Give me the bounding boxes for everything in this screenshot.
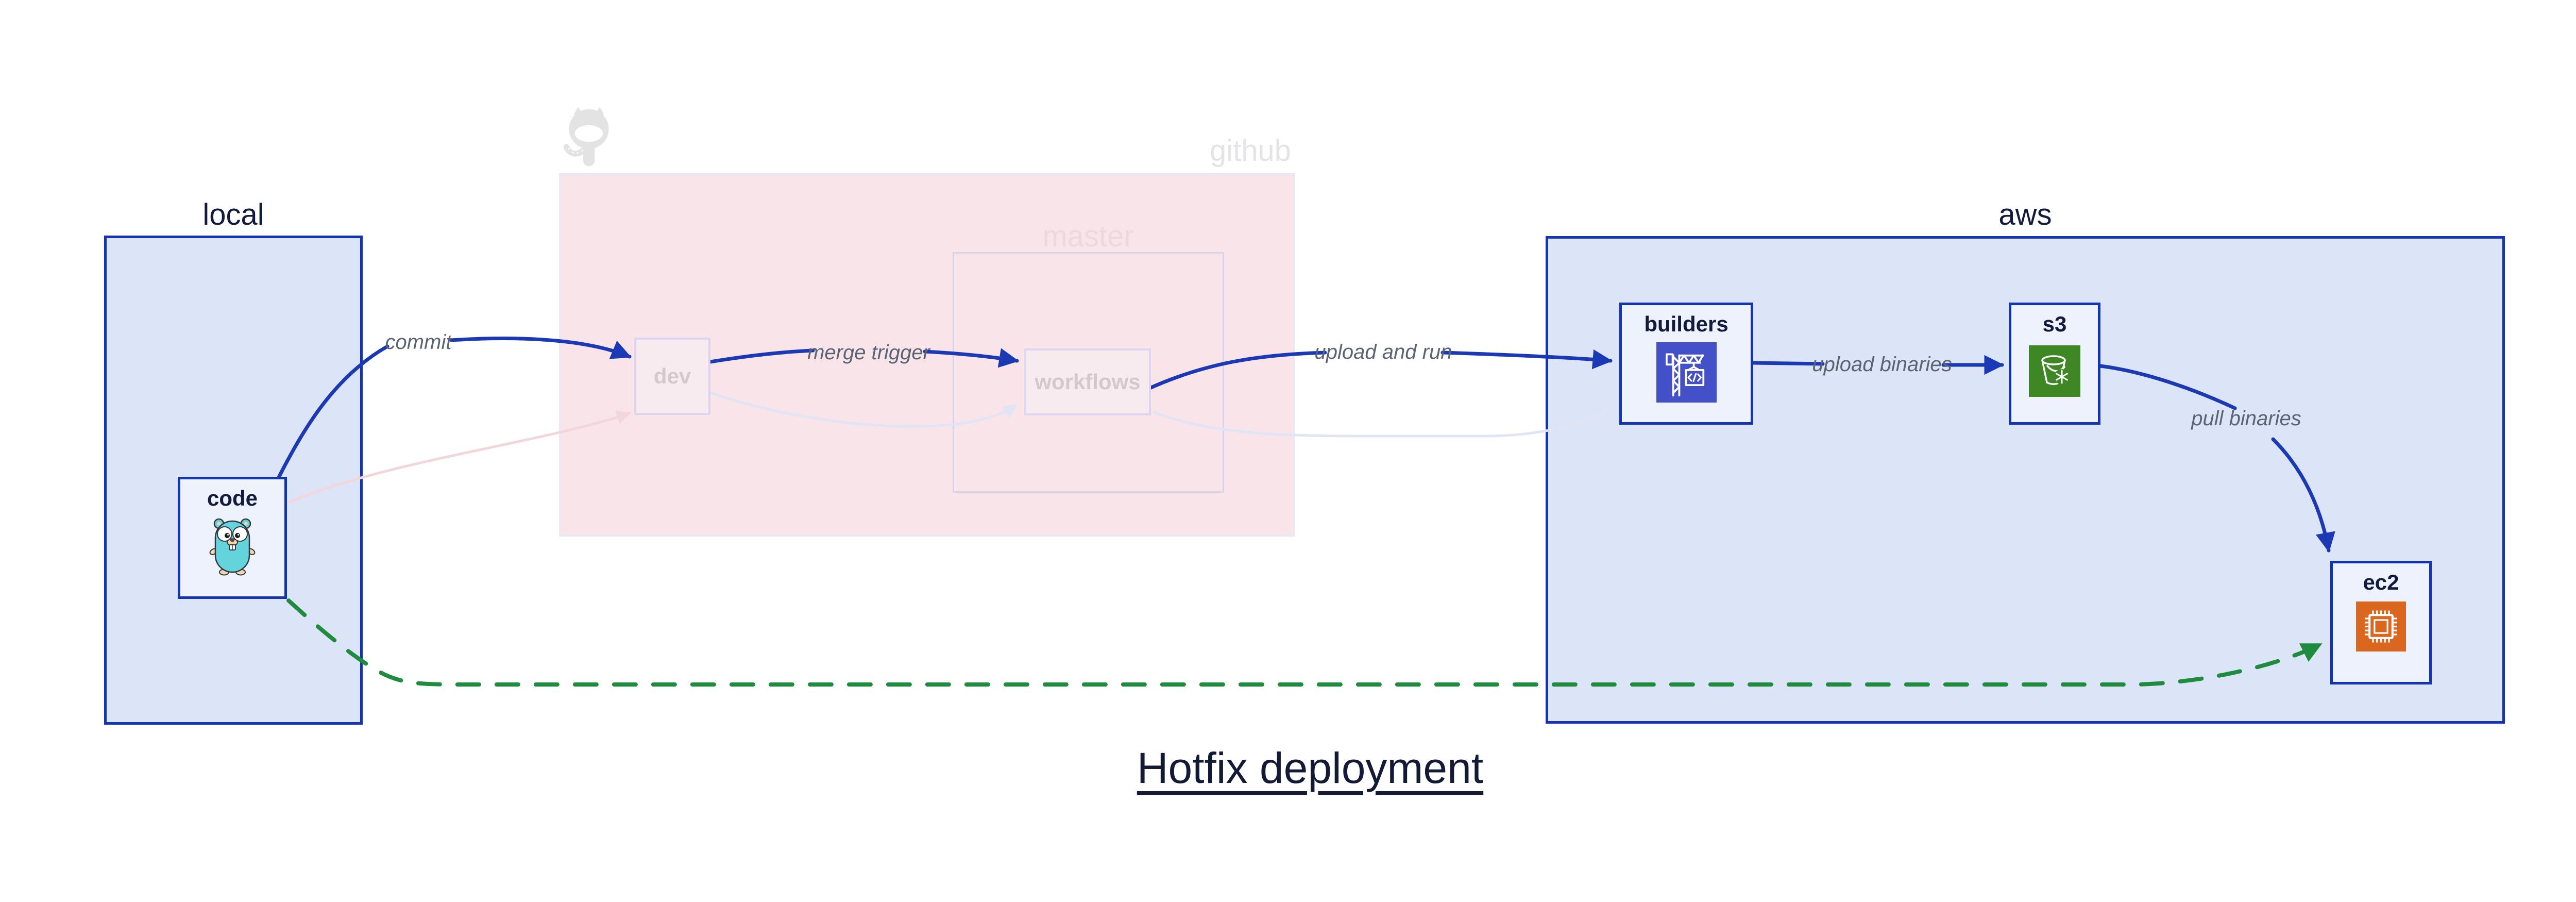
- node-dev-label: dev: [653, 364, 691, 388]
- diagram-title: Hotfix deployment: [1137, 744, 1484, 792]
- cluster-master-label: master: [1042, 220, 1134, 253]
- node-ec2-label: ec2: [2363, 570, 2399, 594]
- edge-upload-and-run-label: upload and run: [1314, 341, 1452, 363]
- cluster-aws-label: aws: [1998, 198, 2052, 231]
- edge-upload-binaries-label: upload binaries: [1812, 353, 1952, 376]
- edge-commit-label: commit: [385, 331, 452, 354]
- go-gopher-icon: [209, 518, 256, 576]
- aws-ec2-icon: [2356, 602, 2406, 652]
- node-s3-label: s3: [2042, 312, 2067, 336]
- edge-pull-binaries-label: pull binaries: [2191, 407, 2301, 430]
- node-dev: dev: [634, 338, 710, 415]
- node-workflows-label: workflows: [1035, 370, 1141, 394]
- node-builders: builders: [1619, 303, 1753, 425]
- node-builders-label: builders: [1644, 312, 1728, 336]
- node-code: code: [178, 477, 287, 599]
- node-s3: s3: [2009, 303, 2100, 425]
- node-code-label: code: [207, 486, 258, 510]
- edge-merge-trigger-label: merge trigger: [807, 341, 930, 364]
- aws-codebuild-icon: [1656, 342, 1717, 403]
- aws-s3-glacier-icon: [2029, 345, 2080, 397]
- cluster-github-label: github: [1209, 134, 1292, 168]
- cluster-local-label: local: [202, 198, 264, 231]
- github-octocat-icon: [563, 107, 609, 166]
- node-workflows: workflows: [1024, 348, 1151, 415]
- node-ec2: ec2: [2330, 561, 2432, 684]
